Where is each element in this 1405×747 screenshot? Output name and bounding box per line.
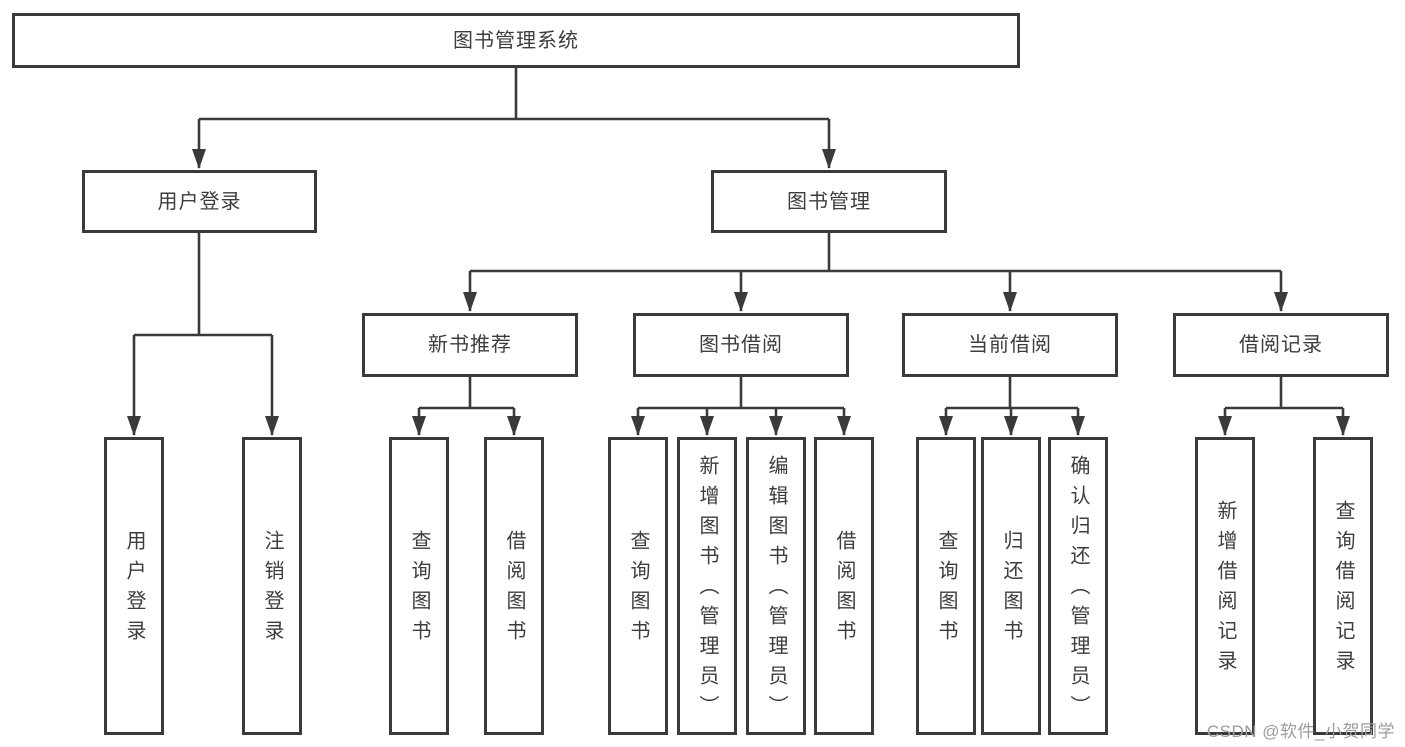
leaf-borrow-books: 借阅图书 <box>814 437 874 735</box>
node-new-book-recommend: 新书推荐 <box>362 313 578 377</box>
csdn-watermark: CSDN @软件_小贺同学 <box>1206 722 1395 741</box>
leaf-logout: 注销登录 <box>242 437 302 735</box>
node-library-management-system: 图书管理系统 <box>12 13 1020 68</box>
leaf-query-books-current: 查询图书 <box>916 437 976 735</box>
leaf-query-borrow-record: 查询借阅记录 <box>1313 437 1373 735</box>
leaf-query-books-borrowing: 查询图书 <box>608 437 668 735</box>
node-book-borrowing: 图书借阅 <box>633 313 849 377</box>
leaf-add-borrow-record: 新增借阅记录 <box>1195 437 1255 735</box>
leaf-query-books-recommend: 查询图书 <box>389 437 449 735</box>
leaf-return-books: 归还图书 <box>981 437 1041 735</box>
node-current-borrowing: 当前借阅 <box>902 313 1118 377</box>
node-borrow-records: 借阅记录 <box>1173 313 1389 377</box>
leaf-confirm-return-admin: 确认归还（管理员） <box>1048 437 1108 735</box>
leaf-edit-books-admin: 编辑图书（管理员） <box>746 437 806 735</box>
leaf-user-login: 用户登录 <box>104 437 164 735</box>
node-book-management: 图书管理 <box>711 170 947 233</box>
leaf-borrow-books-recommend: 借阅图书 <box>484 437 544 735</box>
node-user-login: 用户登录 <box>82 170 317 233</box>
leaf-add-books-admin: 新增图书（管理员） <box>677 437 737 735</box>
